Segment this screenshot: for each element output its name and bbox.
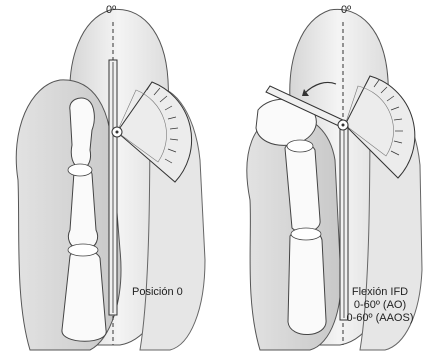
- right-zero-degree-label: 0º: [341, 4, 351, 17]
- left-zero-degree-label: 0º: [106, 4, 116, 17]
- left-caption: Posición 0: [132, 286, 183, 299]
- right-caption: Flexión IFD 0-60º (AO) 0-60º (AAOS): [344, 286, 416, 325]
- right-caption-line-2: 0-60º (AO): [344, 299, 416, 312]
- right-caption-line-1: Flexión IFD: [344, 286, 416, 299]
- right-caption-line-3: 0-60º (AAOS): [344, 312, 416, 325]
